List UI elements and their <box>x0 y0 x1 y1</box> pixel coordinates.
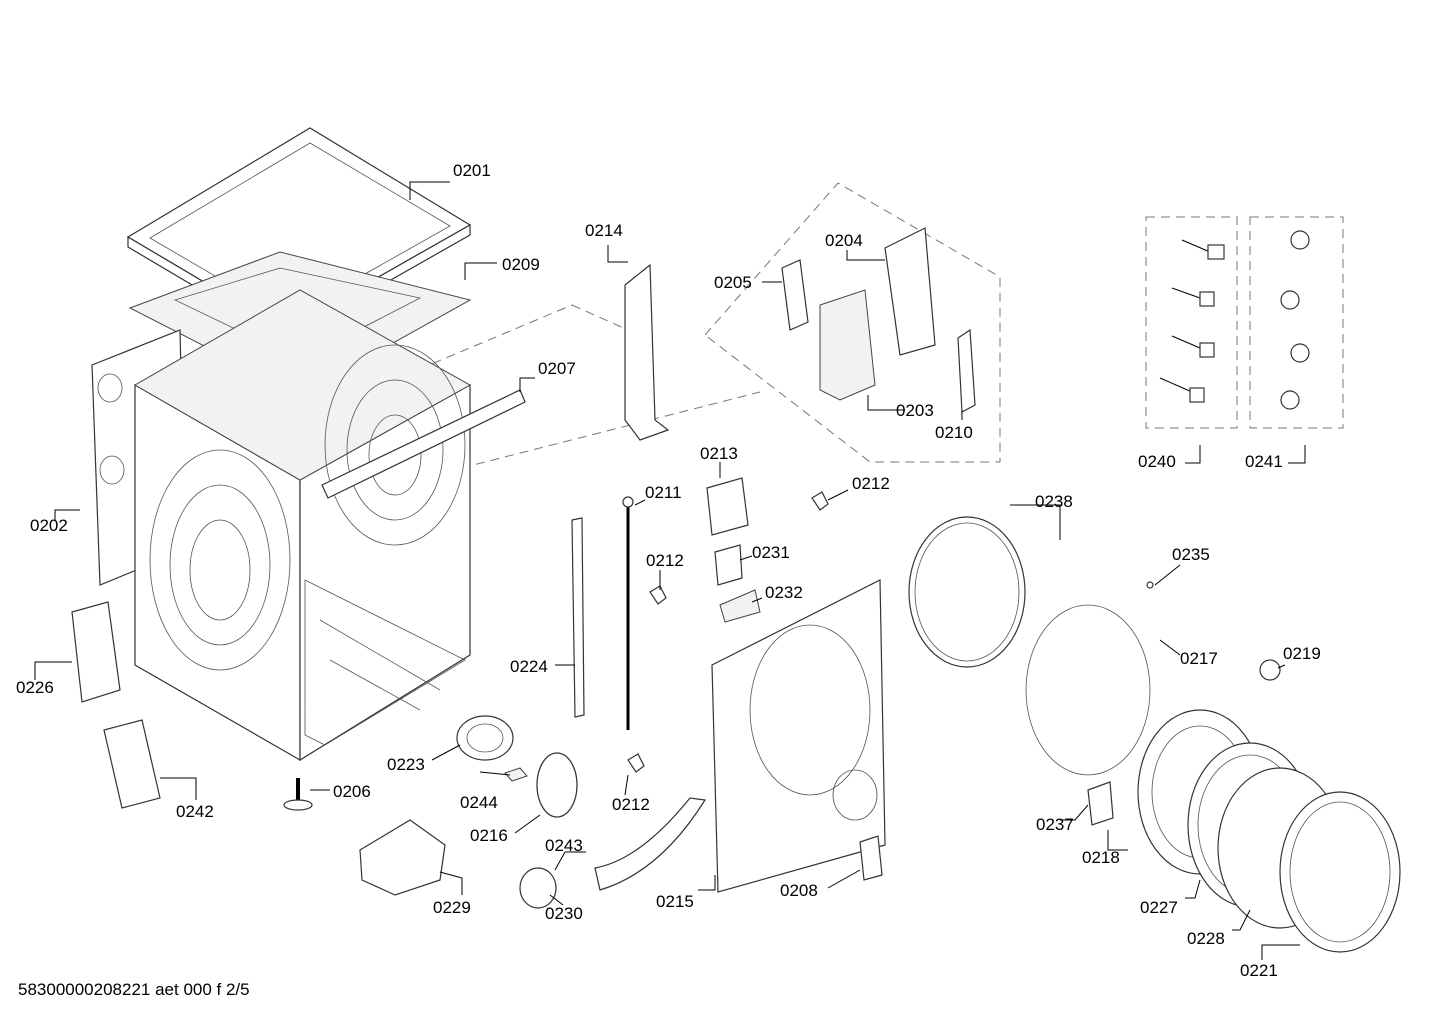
label-0240: 0240 <box>1138 452 1176 471</box>
label-0244: 0244 <box>460 793 498 812</box>
part-door-assembly <box>1137 709 1401 953</box>
label-0224: 0224 <box>510 657 548 676</box>
label-0203: 0203 <box>896 401 934 420</box>
part-control-module <box>781 227 976 413</box>
label-0218: 0218 <box>1082 848 1120 867</box>
label-0212-mid: 0212 <box>646 551 684 570</box>
label-0223: 0223 <box>387 755 425 774</box>
label-0207: 0207 <box>538 359 576 378</box>
label-0208: 0208 <box>780 881 818 900</box>
label-0235: 0235 <box>1172 545 1210 564</box>
label-0226: 0226 <box>16 678 54 697</box>
label-0230: 0230 <box>545 904 583 923</box>
part-small-parts <box>571 477 829 773</box>
label-0206: 0206 <box>333 782 371 801</box>
part-number-labels: 0201 0209 0214 0204 0205 0207 0203 0210 … <box>16 161 1321 980</box>
label-0229: 0229 <box>433 898 471 917</box>
label-0204: 0204 <box>825 231 863 250</box>
label-0228: 0228 <box>1187 929 1225 948</box>
label-0211: 0211 <box>645 483 682 502</box>
part-lower-components <box>71 601 707 909</box>
label-0221: 0221 <box>1240 961 1278 980</box>
label-0232: 0232 <box>765 583 803 602</box>
label-0216: 0216 <box>470 826 508 845</box>
label-0212-bottom: 0212 <box>612 795 650 814</box>
label-0238: 0238 <box>1035 492 1073 511</box>
label-0231: 0231 <box>752 543 790 562</box>
part-cross-brace <box>321 389 526 499</box>
label-0202: 0202 <box>30 516 68 535</box>
label-0213: 0213 <box>700 444 738 463</box>
leader-lines <box>34 181 1306 960</box>
part-door-components <box>859 516 1281 881</box>
part-cabinet <box>133 289 472 762</box>
label-0212-top: 0212 <box>852 474 890 493</box>
label-0241: 0241 <box>1245 452 1283 471</box>
label-0242: 0242 <box>176 802 214 821</box>
label-0243: 0243 <box>545 836 583 855</box>
label-0205: 0205 <box>714 273 752 292</box>
label-0214: 0214 <box>585 221 623 240</box>
label-0219: 0219 <box>1283 644 1321 663</box>
label-0237: 0237 <box>1036 815 1074 834</box>
label-0215: 0215 <box>656 892 694 911</box>
label-0217: 0217 <box>1180 649 1218 668</box>
part-front-panel <box>711 579 886 893</box>
label-0201: 0201 <box>453 161 491 180</box>
label-0210: 0210 <box>935 423 973 442</box>
label-0209: 0209 <box>502 255 540 274</box>
part-rail <box>624 263 670 441</box>
document-id-footer: 58300000208221 aet 000 f 2/5 <box>18 980 250 999</box>
label-0227: 0227 <box>1140 898 1178 917</box>
part-fasteners <box>1159 230 1310 410</box>
